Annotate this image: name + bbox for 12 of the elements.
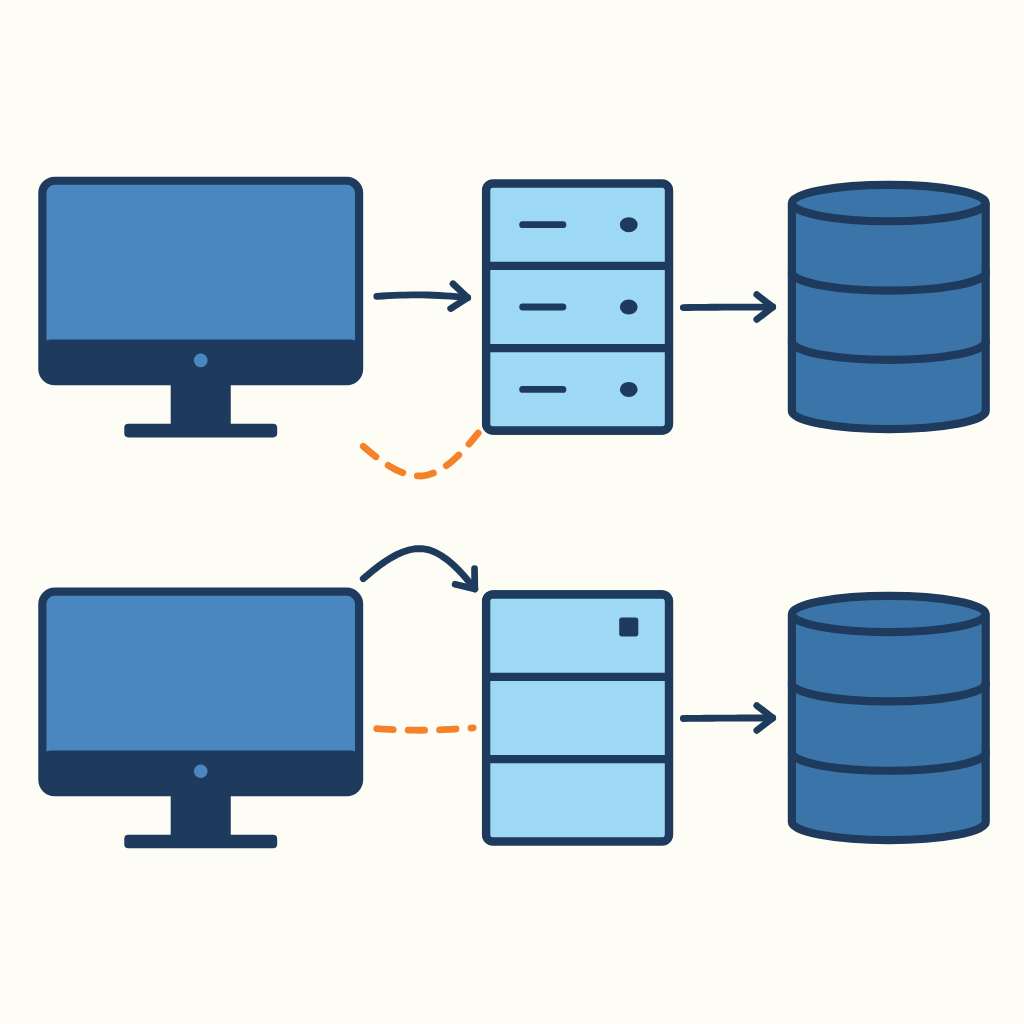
arrow (679, 701, 777, 734)
arrow (359, 544, 479, 592)
server-icon (481, 178, 674, 435)
database-cylinder (787, 180, 990, 433)
dashed-line (373, 723, 477, 734)
dashed-line (359, 429, 482, 479)
arrow (373, 279, 472, 312)
database-cylinder (787, 591, 990, 844)
monitor-icon (38, 587, 364, 848)
monitor-icon (38, 176, 364, 437)
server-icon (481, 589, 674, 846)
arrow (679, 290, 777, 323)
